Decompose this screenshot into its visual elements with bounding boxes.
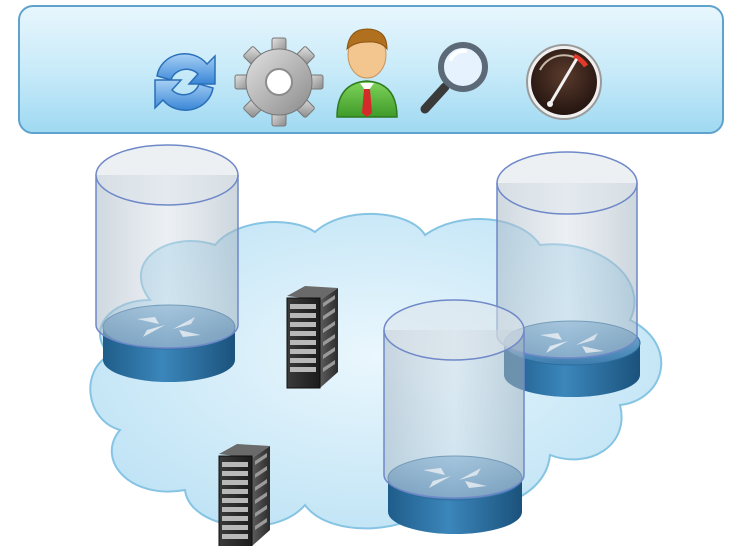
router-left-cylinder (95, 144, 239, 349)
router-left (95, 144, 239, 382)
server-rack-bottom (218, 444, 270, 546)
user-icon[interactable] (336, 28, 398, 118)
router-right-cylinder (496, 151, 638, 359)
server-rack-icon (218, 444, 270, 546)
settings-gear-icon[interactable] (234, 37, 324, 127)
search-icon[interactable] (420, 42, 488, 114)
toolbar (18, 5, 724, 134)
refresh-icon[interactable] (154, 52, 216, 112)
router-right (496, 151, 641, 397)
server-rack-top (286, 286, 338, 389)
server-rack-icon (286, 286, 338, 389)
router-center-cylinder (383, 299, 525, 499)
gauge-icon[interactable] (526, 44, 602, 120)
router-center (383, 299, 525, 534)
